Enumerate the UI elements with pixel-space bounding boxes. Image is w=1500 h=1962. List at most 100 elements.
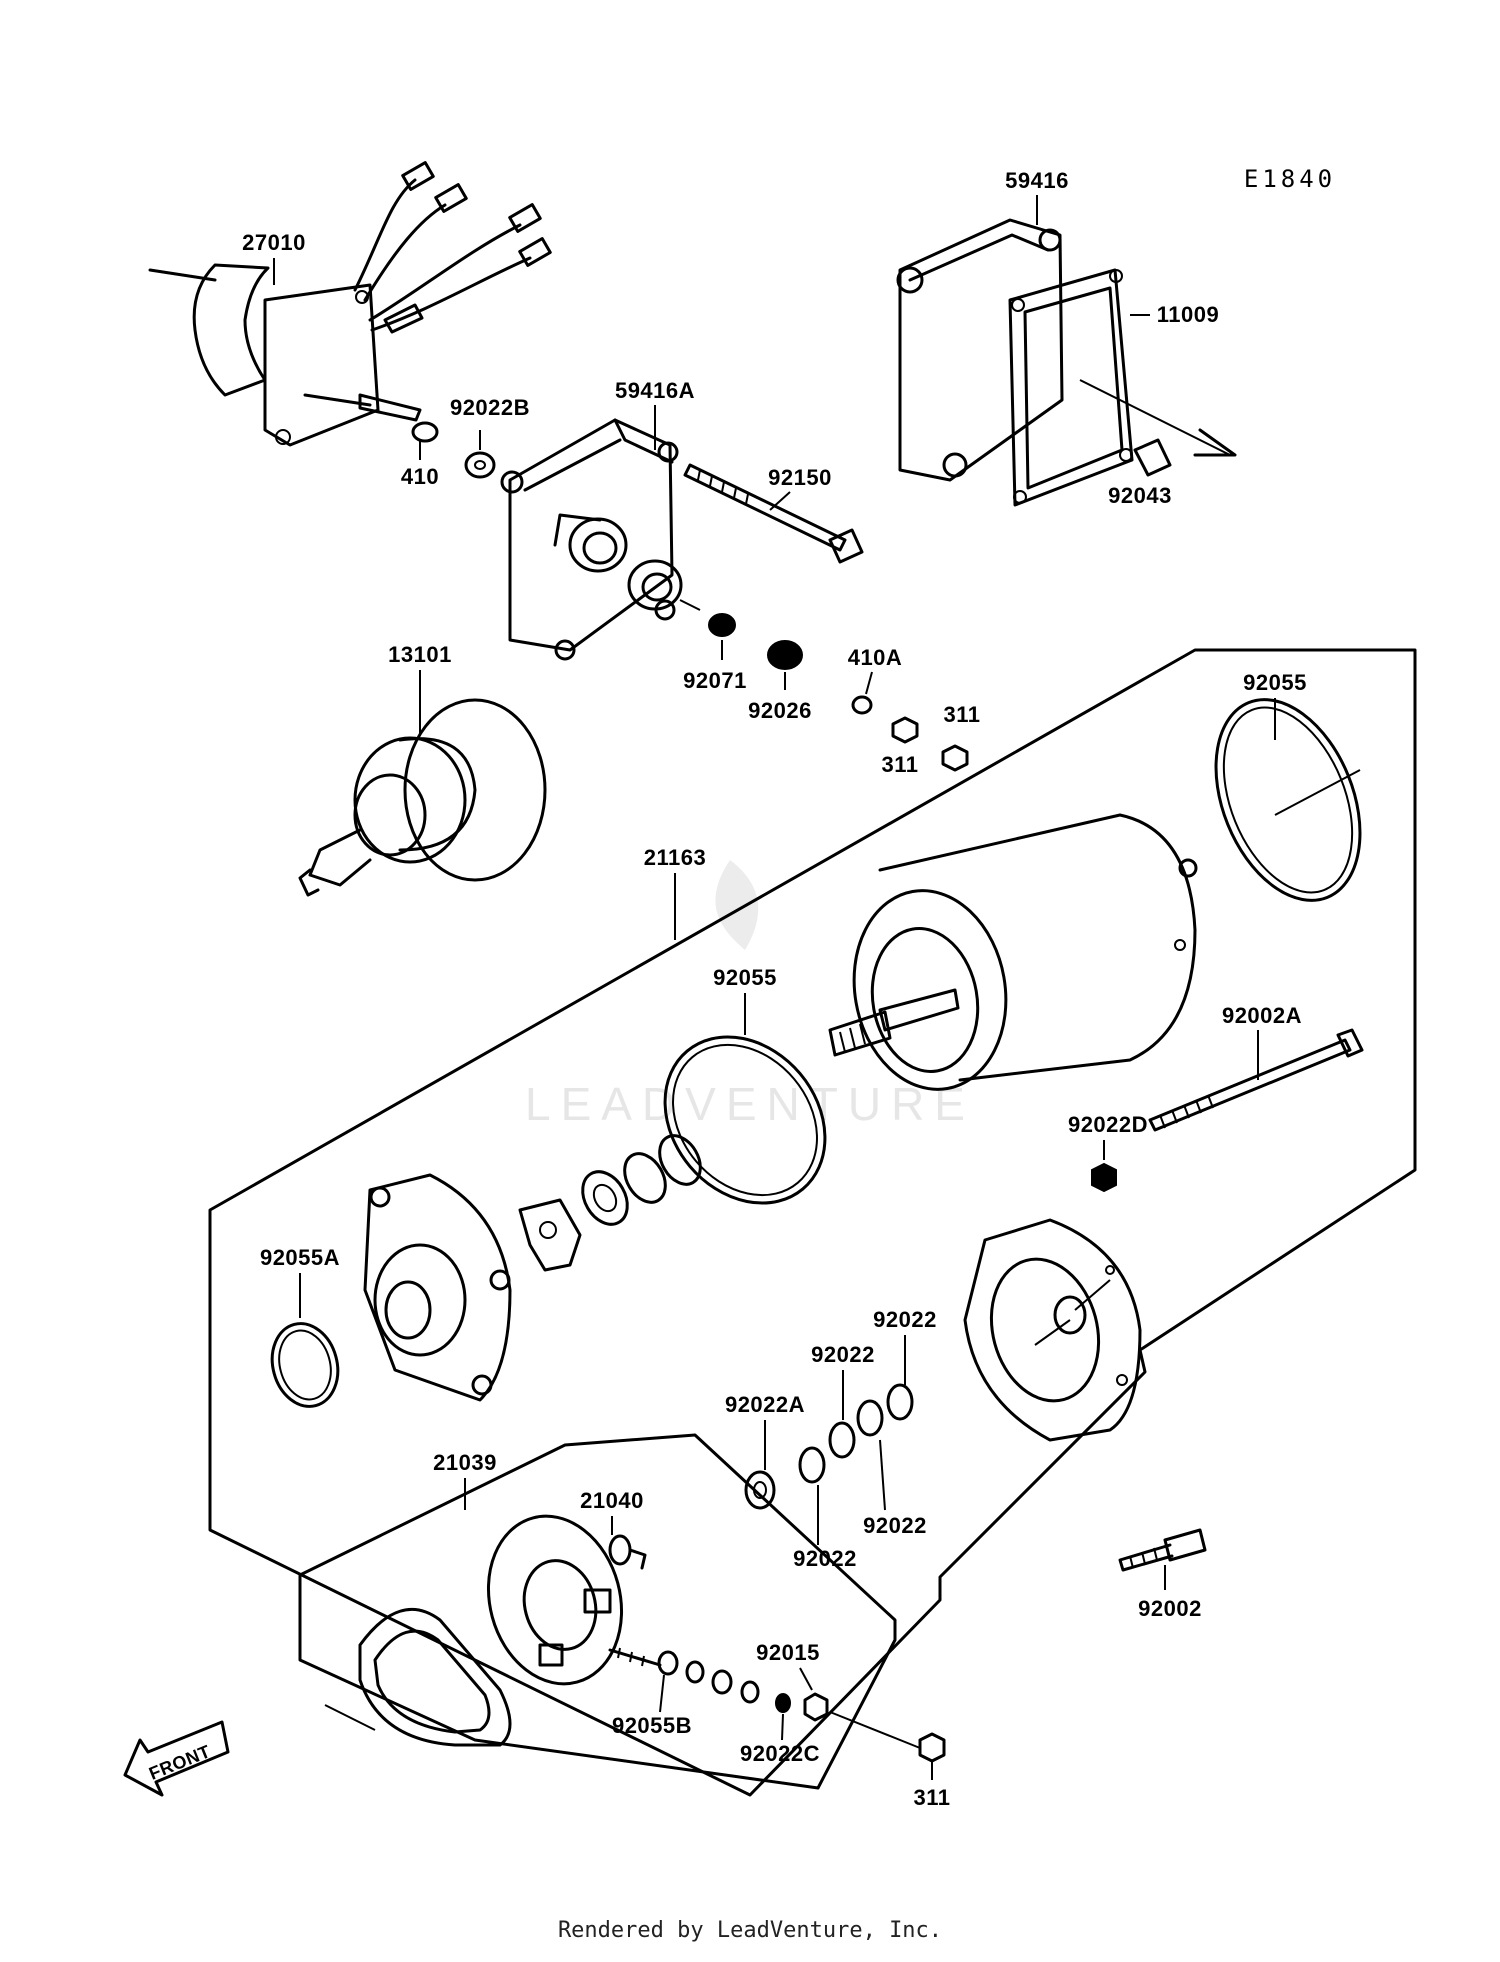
rear-cover-bushing bbox=[1053, 1295, 1087, 1335]
part-label-92055: 92055 bbox=[713, 965, 777, 990]
cover-59416 bbox=[896, 218, 1064, 482]
plug-92043 bbox=[1133, 438, 1172, 477]
part-label-92055: 92055 bbox=[1243, 670, 1307, 695]
solenoid-screw bbox=[275, 429, 291, 445]
part-label-11009: 11009 bbox=[1157, 302, 1219, 327]
drawing-code: E1840 bbox=[1244, 165, 1336, 193]
bolt-head bbox=[1336, 1028, 1364, 1058]
washer bbox=[740, 1680, 760, 1704]
nut-92015 bbox=[803, 1692, 829, 1722]
yoke-body bbox=[878, 813, 1197, 1082]
washer-92022A bbox=[744, 1470, 776, 1510]
leader-line bbox=[799, 1667, 813, 1691]
solenoid-wire bbox=[363, 203, 447, 302]
clutch-gear-teeth bbox=[474, 699, 546, 881]
motor-yoke bbox=[828, 813, 1198, 1091]
oil-seal-92071 bbox=[708, 613, 736, 637]
front-cover-hole bbox=[471, 1374, 493, 1396]
gasket-outer bbox=[1008, 268, 1134, 507]
brush-holder bbox=[486, 1514, 662, 1686]
part-label-92022: 92022 bbox=[873, 1307, 937, 1332]
brush-cover bbox=[324, 1607, 512, 1747]
part-label-92002: 92002 bbox=[1138, 1596, 1202, 1621]
solenoid-wire bbox=[353, 178, 417, 292]
cover-59416A bbox=[500, 418, 701, 661]
shaft-spline bbox=[828, 1010, 892, 1057]
part-label-311: 311 bbox=[914, 1785, 951, 1810]
part-label-410: 410 bbox=[401, 464, 439, 489]
wire-connector bbox=[508, 203, 542, 233]
wire-connector bbox=[434, 183, 468, 213]
brush bbox=[583, 1588, 612, 1614]
front-direction-indicator: FRONT bbox=[123, 1720, 230, 1797]
washer-92022 bbox=[828, 1421, 856, 1459]
assembly-outline-21039 bbox=[298, 1433, 897, 1790]
cover-bolt-hole bbox=[942, 452, 968, 478]
o-ring-92055 bbox=[663, 1035, 827, 1205]
spring-21040 bbox=[608, 1534, 632, 1566]
rear-end-cover bbox=[963, 1218, 1142, 1442]
cover-bolt-hole bbox=[500, 470, 524, 494]
brush-cover-body bbox=[358, 1607, 512, 1747]
wire-sleeve bbox=[383, 303, 424, 334]
rear-cover-recess bbox=[989, 1257, 1101, 1403]
cover-bolt-hole bbox=[896, 266, 924, 294]
yoke-end bbox=[852, 889, 1008, 1091]
bolt-shaft bbox=[1148, 1038, 1352, 1132]
solenoid-terminal-post bbox=[358, 393, 422, 422]
nut-92022D bbox=[1091, 1162, 1117, 1193]
front-cover-body bbox=[363, 1173, 512, 1402]
washer-92022B bbox=[464, 451, 496, 479]
yoke-terminal bbox=[1178, 858, 1198, 878]
solenoid-wire bbox=[368, 223, 522, 322]
leader-line bbox=[829, 1711, 921, 1749]
clutch-body bbox=[353, 736, 467, 864]
part-label-92022D: 92022D bbox=[1068, 1112, 1148, 1137]
front-end-cover bbox=[363, 1173, 512, 1402]
stud-92150 bbox=[683, 463, 864, 564]
part-label-59416: 59416 bbox=[1005, 168, 1069, 193]
part-label-92071: 92071 bbox=[683, 668, 747, 693]
washer-92022 bbox=[886, 1383, 914, 1421]
part-label-92022: 92022 bbox=[863, 1513, 927, 1538]
armature-shaft bbox=[878, 988, 960, 1032]
shim-washer bbox=[658, 1134, 702, 1186]
bolt-92002 bbox=[1118, 1528, 1207, 1572]
gasket-inner bbox=[1023, 286, 1124, 490]
front-cover-hole bbox=[489, 1269, 511, 1291]
washer bbox=[685, 1660, 705, 1684]
washer-92055B bbox=[657, 1650, 679, 1676]
part-label-13101: 13101 bbox=[388, 642, 452, 667]
washer-92022 bbox=[798, 1446, 826, 1484]
solenoid-plate bbox=[263, 283, 380, 447]
part-label-92002A: 92002A bbox=[1222, 1003, 1302, 1028]
watermark-text: LEADVENTURE bbox=[525, 1078, 975, 1130]
washer bbox=[711, 1669, 733, 1695]
part-label-92022A: 92022A bbox=[725, 1392, 805, 1417]
rear-cover-body bbox=[963, 1218, 1142, 1442]
cover-bolt-hole bbox=[1038, 228, 1062, 252]
part-label-21163: 21163 bbox=[644, 845, 706, 870]
part-label-92055B: 92055B bbox=[612, 1713, 692, 1738]
front-cover-boss bbox=[373, 1243, 467, 1357]
washer-410A bbox=[851, 695, 873, 715]
bolt-shaft bbox=[1118, 1543, 1174, 1572]
brush-plate bbox=[518, 1198, 582, 1272]
part-label-27010: 27010 bbox=[242, 230, 306, 255]
assembly-outline-21163 bbox=[208, 648, 1417, 1797]
watermark-flame-icon bbox=[715, 860, 759, 950]
cover-body bbox=[898, 218, 1064, 482]
clutch-shaft bbox=[308, 828, 372, 887]
shim-washer bbox=[623, 1152, 667, 1204]
part-label-92022C: 92022C bbox=[740, 1741, 820, 1766]
bolt-head bbox=[1163, 1528, 1207, 1562]
part-label-410A: 410A bbox=[848, 645, 903, 670]
o-ring-92055A bbox=[270, 1322, 340, 1408]
nut-311 bbox=[918, 1732, 946, 1763]
gasket-11009 bbox=[1008, 268, 1237, 507]
part-label-59416A: 59416A bbox=[615, 378, 695, 403]
leader-line bbox=[865, 671, 873, 695]
leader-line bbox=[659, 1674, 665, 1713]
